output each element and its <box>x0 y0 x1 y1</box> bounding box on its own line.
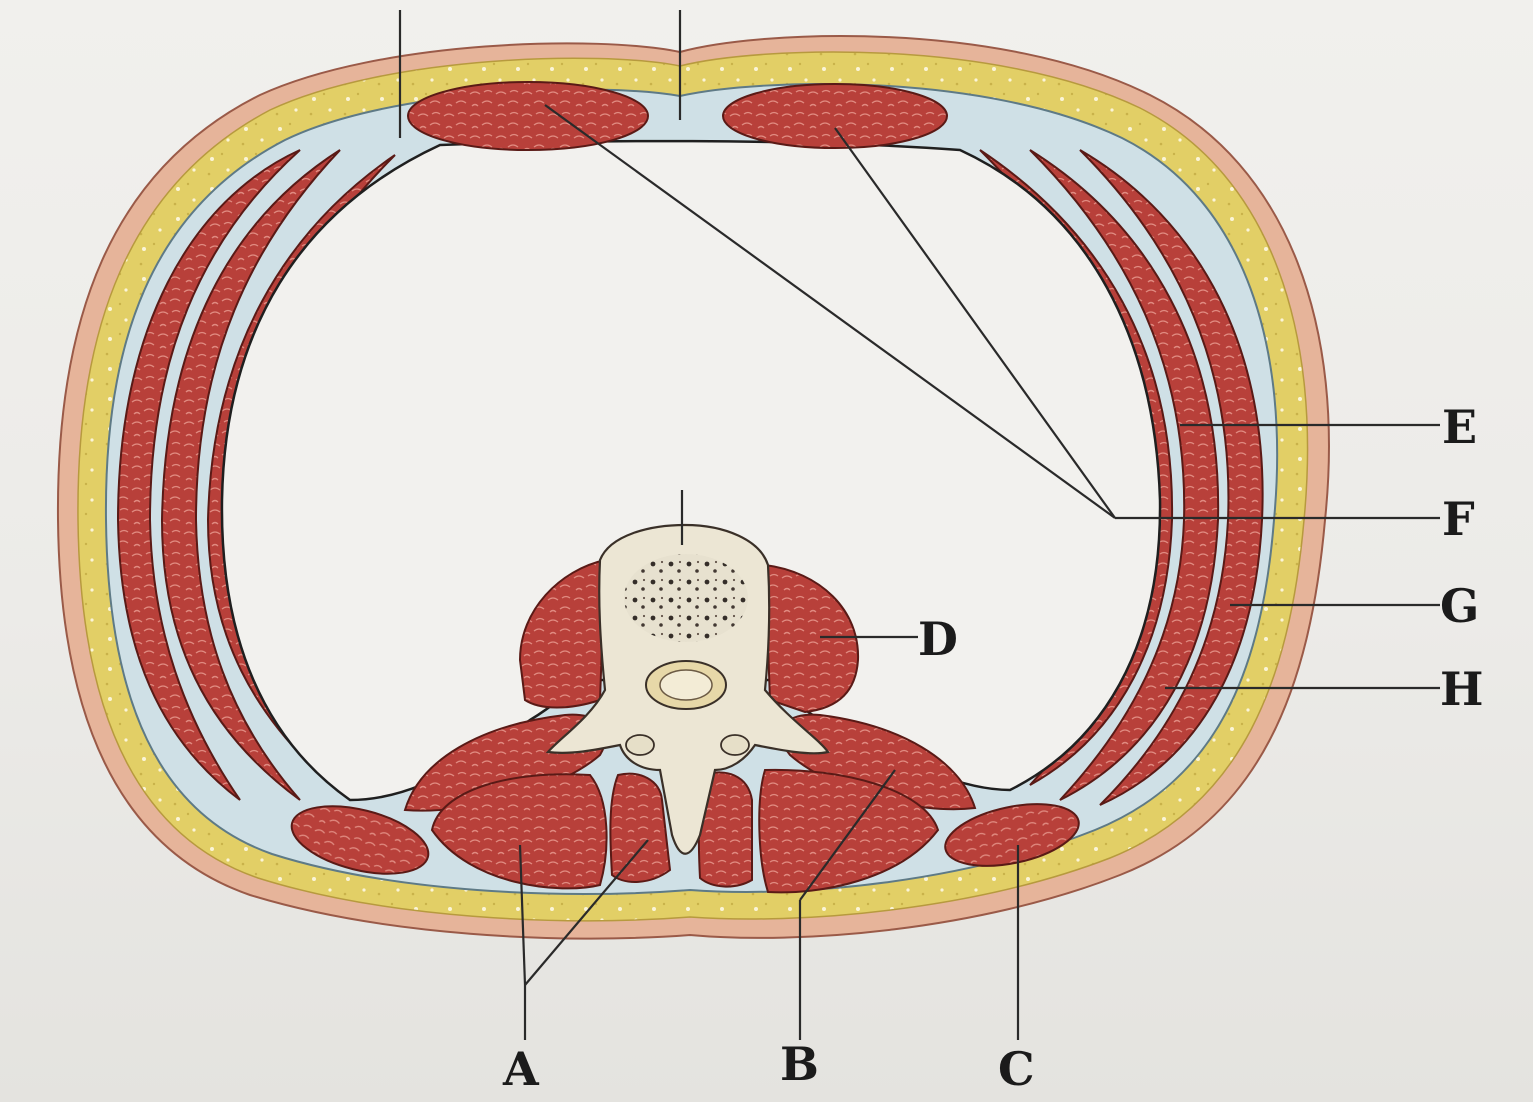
label-C: C <box>998 1042 1035 1096</box>
left-outer-muscle <box>116 149 301 801</box>
label-B: B <box>780 1037 819 1091</box>
left-middle-muscle <box>160 149 341 801</box>
right-paraspinal-lateral <box>758 768 940 894</box>
right-prevertebral-muscle <box>763 563 860 714</box>
label-D: D <box>918 612 958 666</box>
right-middle-muscle <box>1029 149 1220 801</box>
anterior-right-muscle <box>722 83 948 149</box>
leader-B-diagonal <box>799 769 896 901</box>
label-E: E <box>1442 400 1477 454</box>
left-transverse-ring <box>625 734 655 756</box>
left-paraspinal-lateral <box>430 773 608 890</box>
label-G: G <box>1440 579 1479 633</box>
vertebral-body-trabeculae <box>624 554 748 642</box>
right-transverse-ring <box>720 734 750 756</box>
label-A: A <box>502 1042 540 1096</box>
leader-A-to-lateral <box>518 844 527 986</box>
label-F: F <box>1442 492 1475 546</box>
right-outer-muscle <box>1079 149 1264 806</box>
spinal-cord <box>659 669 713 701</box>
leader-F-to-right-anterior <box>834 127 1116 519</box>
left-paraspinal-medial <box>609 772 672 883</box>
anterior-left-muscle <box>407 81 649 151</box>
leader-A-to-medial <box>524 839 649 986</box>
posterior-left-muscle <box>290 805 430 875</box>
label-H: H <box>1440 662 1483 716</box>
leader-F-to-left-anterior <box>544 104 1116 519</box>
